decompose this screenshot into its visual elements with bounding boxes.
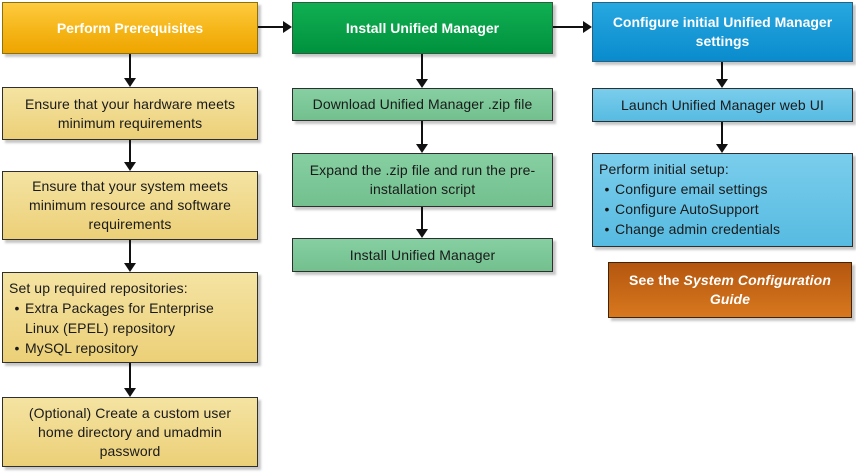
step-system-requirements: Ensure that your system meets minimum re… [2,171,258,240]
note-system-configuration-guide: See the System Configuration Guide [608,262,852,318]
step-text: Launch Unified Manager web UI [621,96,824,113]
bullet-marker: • [604,201,610,217]
step-intro: Perform initial setup: [599,161,729,177]
step-text: Ensure that your hardware meets minimum … [24,95,236,131]
step-text: (Optional) Create a custom user home dir… [28,404,232,459]
bullet-marker: • [604,181,610,197]
step-custom-user-home: (Optional) Create a custom user home dir… [2,397,258,467]
step-initial-setup: Perform initial setup: • Configure email… [592,153,853,247]
step-launch-web-ui: Launch Unified Manager web UI [592,88,853,122]
header-label: Install Unified Manager [345,19,500,36]
arrow-down-icon [416,54,428,88]
header-label: Configure initial Unified Manager settin… [612,14,833,49]
header-label: Perform Prerequisites [56,19,204,36]
arrow-down-icon [716,62,728,88]
note-prefix: See the [629,272,684,288]
bullet-text: Configure AutoSupport [615,201,759,217]
bullet-text: MySQL repository [25,340,139,356]
note-guide-title: System Configuration Guide [683,272,831,307]
bullet-text: Configure email settings [615,181,768,197]
step-intro: Set up required repositories: [9,280,188,296]
arrow-down-icon [416,207,428,238]
header-perform-prerequisites: Perform Prerequisites [2,2,258,54]
arrow-down-icon [124,363,136,397]
bullet-text: Extra Packages for Enterprise Linux (EPE… [25,300,214,336]
bullet-text: Change admin credentials [615,221,781,237]
bullet-marker: • [14,340,20,356]
arrow-down-icon [124,140,136,171]
step-text: Ensure that your system meets minimum re… [28,178,232,232]
step-setup-repositories: Set up required repositories: • Extra Pa… [2,272,258,363]
step-expand-zip-run-script: Expand the .zip file and run the pre-ins… [292,153,553,207]
arrow-right-icon [258,21,292,33]
step-text: Install Unified Manager [349,246,496,263]
bullet-item: • Configure AutoSupport [599,199,844,219]
header-configure-initial-settings: Configure initial Unified Manager settin… [592,2,853,62]
arrow-down-icon [416,121,428,153]
step-download-zip: Download Unified Manager .zip file [292,88,553,121]
note-text: See the System Configuration Guide [609,269,851,311]
arrow-right-icon [553,21,592,33]
step-hardware-requirements: Ensure that your hardware meets minimum … [2,87,258,140]
step-text: Expand the .zip file and run the pre-ins… [309,162,536,197]
arrow-down-icon [124,240,136,272]
arrow-down-icon [716,122,728,153]
arrow-down-icon [124,54,136,87]
bullet-item: • MySQL repository [9,338,249,358]
bullet-item: • Change admin credentials [599,219,844,239]
bullet-marker: • [14,300,20,316]
bullet-item: • Extra Packages for Enterprise Linux (E… [9,298,249,338]
step-text: Download Unified Manager .zip file [312,96,533,112]
step-install-unified-manager: Install Unified Manager [292,238,553,272]
header-install-unified-manager: Install Unified Manager [292,2,553,54]
bullet-item: • Configure email settings [599,179,844,199]
bullet-marker: • [604,221,610,237]
